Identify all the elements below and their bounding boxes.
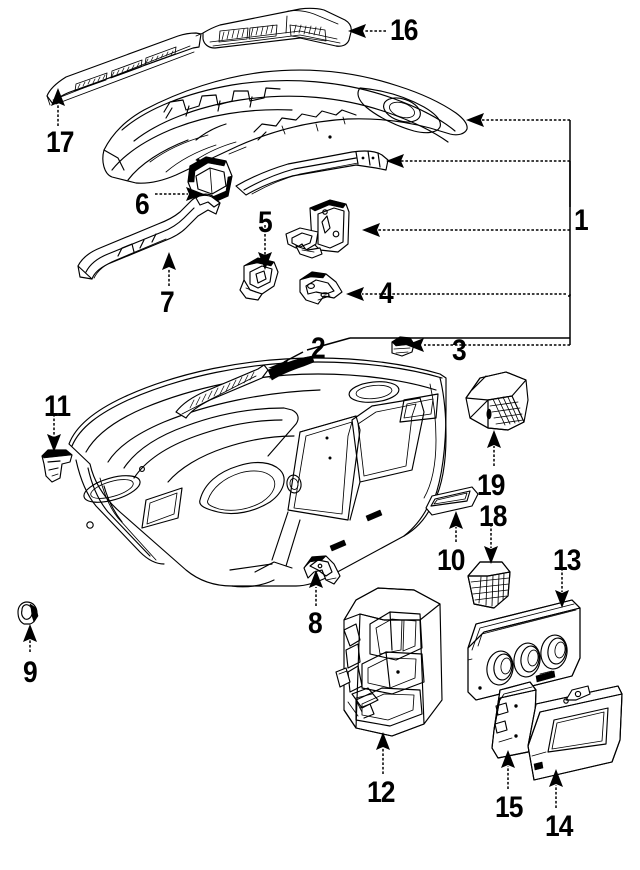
part-upper-side-duct [235, 150, 389, 196]
leader-9 [23, 624, 37, 652]
part-instrument-panel-clip [391, 336, 415, 357]
part-side-vent-louver-small [467, 561, 511, 609]
callout-18: 18 [479, 500, 508, 533]
part-side-vent-louver-assembly [465, 371, 529, 431]
leader-5 [258, 225, 272, 270]
callout-6: 6 [135, 188, 150, 221]
callout-13: 13 [553, 544, 582, 577]
part-side-defroster-duct [77, 193, 221, 280]
part-heater-air-distribution-housing [335, 587, 443, 737]
part-duct-connector [187, 156, 233, 204]
leader-12 [376, 732, 390, 774]
leader-14 [549, 769, 563, 808]
leader-6 [155, 187, 204, 201]
callout-10: 10 [437, 544, 466, 577]
callout-5: 5 [258, 206, 273, 239]
callout-15: 15 [495, 791, 524, 824]
leader-8 [309, 570, 323, 606]
callout-16: 16 [390, 14, 419, 47]
callout-1: 1 [574, 204, 589, 237]
callout-8: 8 [308, 607, 323, 640]
leader-17 [51, 88, 65, 126]
part-mounting-bracket [299, 271, 343, 305]
callout-7: 7 [160, 286, 175, 319]
leader-15 [501, 750, 515, 789]
part-defroster-grille-left [46, 32, 202, 106]
part-retainer-clip [41, 449, 73, 483]
part-heater-ac-control-panel [467, 599, 581, 701]
leader-19 [487, 430, 501, 466]
part-lower-mounting-bracket [303, 555, 341, 585]
leader-16 [348, 24, 386, 38]
callout-12: 12 [367, 776, 396, 809]
part-defroster-grille-right [195, 7, 352, 49]
callout-9: 9 [23, 656, 38, 689]
callout-11: 11 [44, 390, 71, 423]
part-end-cap-plug [17, 601, 39, 625]
leader-13 [555, 568, 569, 608]
callout-17: 17 [46, 126, 75, 159]
callout-19: 19 [477, 469, 506, 502]
callout-4: 4 [379, 277, 394, 310]
control-knob-left [486, 650, 514, 686]
part-center-vent-trim-strip [425, 486, 479, 516]
leader-10 [449, 511, 463, 542]
leader-1 [362, 113, 571, 297]
callout-14: 14 [545, 810, 574, 843]
part-instrument-panel-pad [68, 357, 447, 588]
leader-7 [162, 252, 176, 286]
control-knob-right [540, 634, 568, 670]
part-radio-bezel-trim-panel [527, 685, 623, 781]
leader-3 [406, 296, 571, 352]
leader-4 [346, 287, 571, 301]
part-support-bracket [239, 257, 279, 301]
part-radio-mounting-bracket [491, 681, 537, 759]
callout-2: 2 [311, 332, 326, 365]
part-instrument-panel-reinforcement-bracket [285, 199, 350, 259]
part-upper-reinforcement-structure [102, 69, 468, 184]
leader-11 [47, 414, 61, 452]
leader-18 [484, 524, 498, 564]
control-knob-center [513, 642, 541, 678]
callout-3: 3 [452, 334, 467, 367]
leader-2 [268, 337, 570, 370]
